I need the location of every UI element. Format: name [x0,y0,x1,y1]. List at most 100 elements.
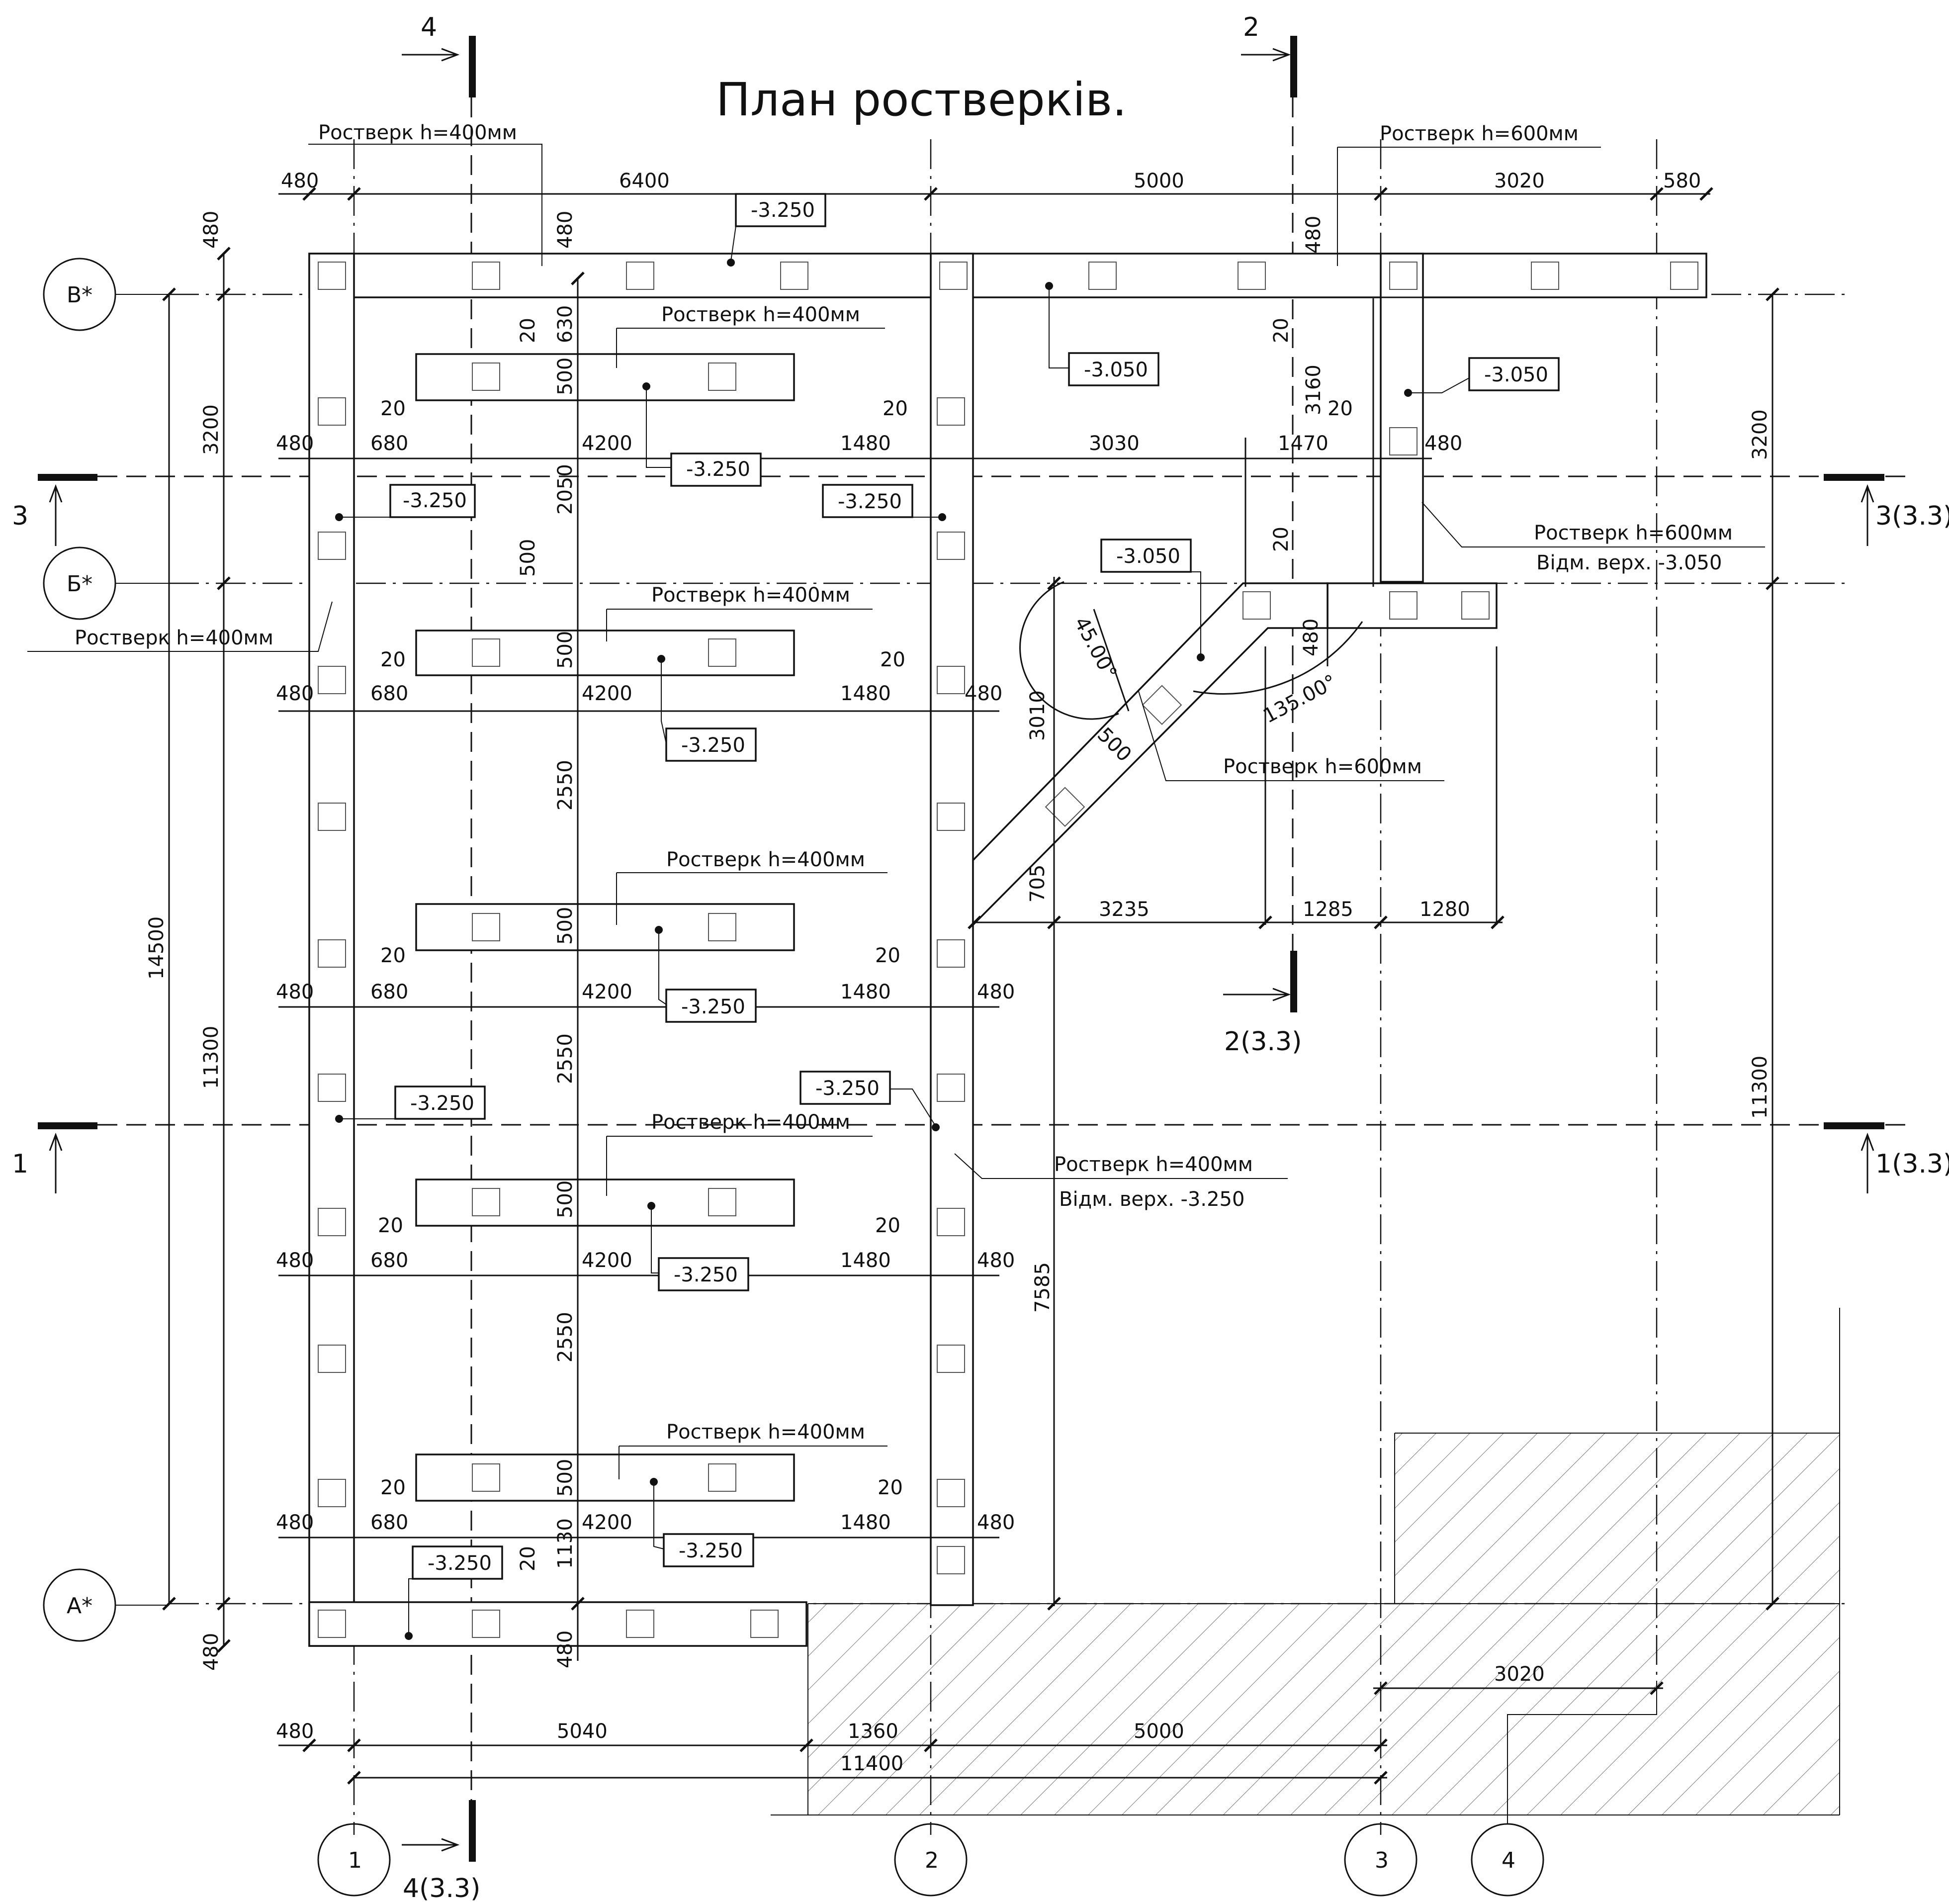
dim-r1-4200: 4200 [582,432,632,455]
dim-r2-4200: 4200 [582,682,632,705]
dimension-lines [168,193,1773,1779]
dim-r3-1480: 1480 [840,981,891,1003]
dim-r2-480b: 480 [965,682,1002,705]
dim-g-20j: 20 [875,944,900,967]
drawing-title: План ростверків. [716,73,1127,126]
section-4-top-label: 4 [421,12,437,42]
elev-e1: -3.250 [751,199,815,222]
dim-v-3160: 3160 [1302,364,1325,415]
dim-top-6400: 6400 [619,170,670,192]
dim-h-1285: 1285 [1303,898,1353,921]
dim-r4-1480: 1480 [840,1249,891,1272]
axis-label-4: 4 [1502,1848,1515,1873]
note-n6: Ростверк h=400мм [75,627,273,649]
axis-label-2: 2 [925,1848,939,1873]
elev-e2: -3.050 [1084,359,1148,381]
dim-v-2550a: 2550 [554,760,577,811]
dimension-ticks [162,187,1779,1785]
dim-v-500c: 500 [554,631,577,669]
note-n5: Ростверк h=400мм [651,584,850,607]
dim-g-20k: 20 [378,1214,403,1237]
elev-e8: -3.250 [681,734,745,757]
dim-r5-480a: 480 [276,1511,314,1534]
elevation-marks: -3.250 -3.050 -3.050 -3.250 -3.250 -3.25… [335,193,1560,1640]
section-1-left-label: 1 [12,1149,28,1179]
section-2-bottom-label: 2(3.3) [1224,1027,1302,1057]
dimension-texts: 480 6400 5000 3020 580 480 3200 14500 11… [145,170,1772,1775]
dim-b-1360: 1360 [848,1720,898,1743]
dim-top-5000: 5000 [1134,170,1184,192]
dim-r5-4200: 4200 [582,1511,632,1534]
axis-label-a: А* [67,1593,92,1619]
axis-label-b: Б* [67,571,92,597]
elev-e5: -3.250 [403,489,467,512]
dim-g-20m: 20 [380,1476,406,1499]
dim-g-20g: 20 [380,648,406,671]
dim-r4-480b: 480 [977,1249,1015,1272]
dim-r4-680: 680 [370,1249,408,1272]
dim-r1-480b: 480 [1424,432,1462,455]
dim-lv-11300: 11300 [200,1026,223,1089]
dim-r1-1480: 1480 [840,432,891,455]
axis-label-1: 1 [348,1848,362,1873]
dim-r5-480b: 480 [977,1511,1015,1534]
dim-top-3020: 3020 [1494,170,1545,192]
elev-e11: -3.250 [410,1092,474,1115]
dim-g-20a: 20 [517,318,539,343]
dim-v-500b: 500 [517,539,539,577]
dim-v-500d: 500 [554,907,577,945]
dim-rv-11300: 11300 [1749,1056,1772,1119]
dim-g-20b: 20 [380,397,406,420]
dim-h-1280: 1280 [1419,898,1470,921]
section-4-bottom-label: 4(3.3) [403,1874,480,1904]
existing-building-hatch [771,1308,1840,1815]
dim-v-500f: 500 [554,1459,577,1497]
dim-r3-4200: 4200 [582,981,632,1003]
dim-v-480top: 480 [554,211,577,249]
dim-r1-3030: 3030 [1089,432,1140,455]
note-n10b: Відм. верх. -3.250 [1059,1188,1244,1211]
dim-v-500a: 500 [554,358,577,395]
dim-lv-3200: 3200 [200,404,223,455]
dim-v-2550c: 2550 [554,1312,577,1362]
section-3-right-label: 3(3.3) [1875,501,1949,531]
axis-label-v: В* [67,282,92,308]
dim-v-480d: 480 [1300,619,1323,656]
dim-g-20i: 20 [380,944,406,967]
dim-b-11400: 11400 [840,1752,903,1775]
dim-r3-480b: 480 [977,981,1015,1003]
dim-g-20l: 20 [875,1214,900,1237]
dim-g-20c: 20 [883,397,908,420]
axis-label-3: 3 [1375,1848,1389,1873]
note-n4b: Відм. верх. -3.050 [1536,551,1722,574]
dim-b-5000: 5000 [1134,1720,1184,1743]
dim-top-580: 580 [1663,170,1701,192]
dim-g-20d: 20 [1270,318,1293,343]
piles [318,262,1698,1638]
dim-r3-680: 680 [370,981,408,1003]
note-n3: Ростверк h=400мм [661,303,860,326]
dim-b-480: 480 [276,1720,314,1743]
dim-r1-480a: 480 [276,432,314,455]
elev-e9: -3.250 [681,996,745,1018]
dim-v-2050: 2050 [554,464,577,515]
dim-v-705: 705 [1026,865,1049,903]
elev-e10: -3.250 [815,1077,880,1100]
dim-g-20n: 20 [878,1476,903,1499]
note-n9: Ростверк h=400мм [651,1111,850,1134]
dim-r1-680: 680 [370,432,408,455]
dim-v-630: 630 [554,305,577,343]
dim-r4-480a: 480 [276,1249,314,1272]
note-n4: Ростверк h=600мм [1534,522,1733,544]
angle-135: 135.00° [1259,670,1340,728]
notes: Ростверк h=400мм Ростверк h=600мм Ростве… [27,121,1765,1479]
note-n1: Ростверк h=400мм [318,121,517,144]
dim-v-3010: 3010 [1026,690,1049,741]
dim-r3-480a: 480 [276,981,314,1003]
dim-top-480: 480 [281,170,319,192]
dim-lv-480: 480 [200,211,223,249]
elev-e12: -3.250 [674,1264,738,1286]
dim-b-3020: 3020 [1494,1663,1545,1686]
dim-g-20e: 20 [1328,397,1353,420]
